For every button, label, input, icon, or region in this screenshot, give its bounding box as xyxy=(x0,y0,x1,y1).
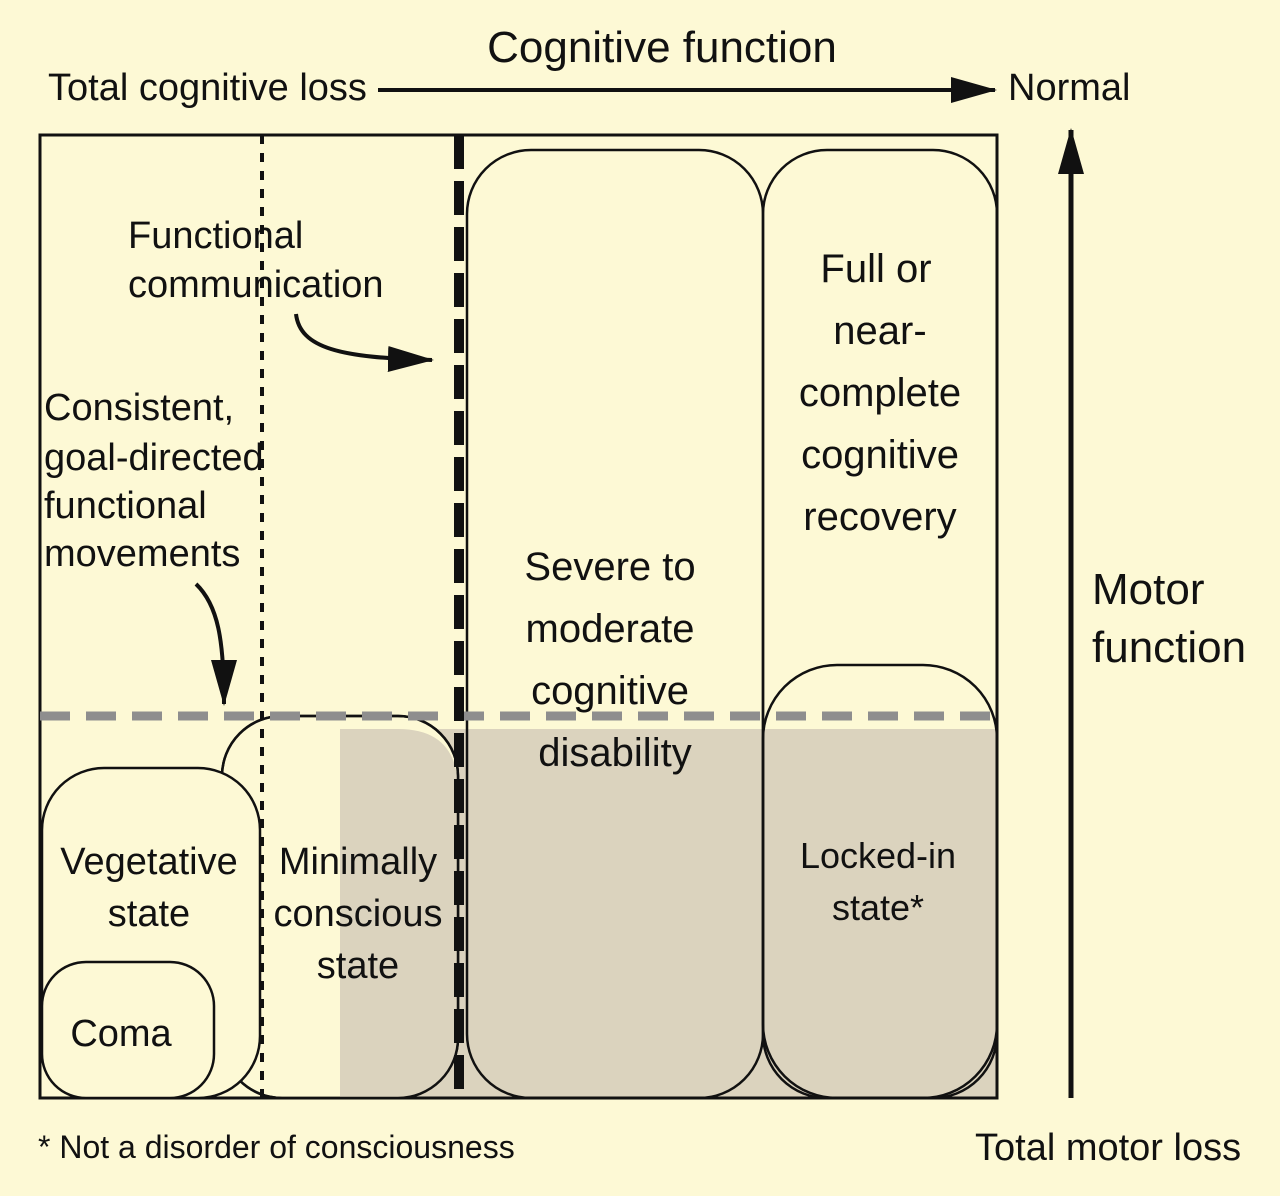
mcs-shaded-part xyxy=(340,729,458,1098)
full-recovery-line2: near- xyxy=(833,309,926,353)
movements-line1: Consistent, xyxy=(44,387,234,429)
motor-function-title-line2: function xyxy=(1092,623,1246,672)
movements-line2: goal-directed xyxy=(44,437,264,479)
severe-label-line4: disability xyxy=(538,731,691,775)
total-cognitive-loss-label: Total cognitive loss xyxy=(48,67,367,109)
movements-line3: functional xyxy=(44,485,207,527)
movements-curved-arrow xyxy=(194,582,237,706)
movements-line4: movements xyxy=(44,533,240,575)
coma-label: Coma xyxy=(70,1013,172,1055)
full-recovery-line3: complete xyxy=(799,371,961,415)
mcs-label-line1: Minimally xyxy=(279,841,437,883)
motor-function-title-line1: Motor xyxy=(1092,565,1204,614)
communication-curved-arrow xyxy=(294,313,434,373)
vegetative-label-line1: Vegetative xyxy=(60,841,237,883)
vegetative-label-line2: state xyxy=(108,893,190,935)
severe-label-line2: moderate xyxy=(526,607,695,651)
mcs-label-line3: state xyxy=(317,945,399,987)
locked-in-line1: Locked-in xyxy=(800,835,956,876)
severe-label-line3: cognitive xyxy=(531,669,689,713)
functional-communication-line1: Functional xyxy=(128,215,303,257)
total-motor-loss-label: Total motor loss xyxy=(975,1127,1241,1169)
locked-in-box xyxy=(761,663,999,1100)
footnote: * Not a disorder of consciousness xyxy=(38,1129,515,1165)
functional-communication-line2: communication xyxy=(128,264,384,306)
full-recovery-line5: recovery xyxy=(803,495,956,539)
locked-in-line2: state* xyxy=(832,887,924,928)
full-recovery-line1: Full or xyxy=(820,247,931,291)
severe-label-line1: Severe to xyxy=(524,545,695,589)
cognitive-function-title: Cognitive function xyxy=(487,23,837,72)
full-recovery-line4: cognitive xyxy=(801,433,959,477)
coma-box xyxy=(40,960,216,1100)
normal-label: Normal xyxy=(1008,67,1130,109)
mcs-label-line2: conscious xyxy=(274,893,443,935)
